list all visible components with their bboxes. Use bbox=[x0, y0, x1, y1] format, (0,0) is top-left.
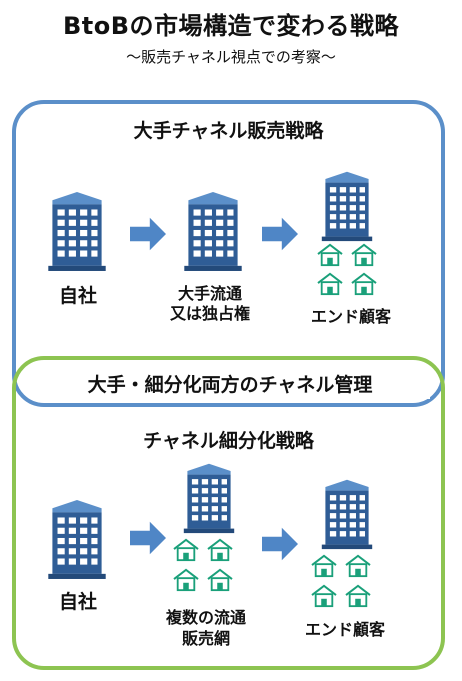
house-icon bbox=[310, 584, 338, 608]
bottom-panel bbox=[12, 356, 445, 670]
building-icon bbox=[318, 170, 376, 242]
house-icon bbox=[344, 584, 372, 608]
arrow-right-icon bbox=[262, 216, 298, 252]
house-icon bbox=[206, 538, 234, 562]
house-icon bbox=[344, 554, 372, 578]
house-icon bbox=[316, 243, 344, 267]
top-panel-heading: 大手チャネル販売戦略 bbox=[133, 120, 324, 142]
bottom-channel-label-line1: 複数の流通 bbox=[165, 608, 246, 627]
top-channel-label-line2: 又は独占権 bbox=[169, 304, 250, 323]
house-icon bbox=[206, 568, 234, 592]
top-panel bbox=[12, 100, 445, 407]
building-icon bbox=[180, 462, 238, 534]
arrow-right-icon bbox=[262, 526, 298, 562]
bottom-customer-label: エンド顧客 bbox=[304, 620, 385, 639]
building-icon bbox=[44, 498, 110, 580]
top-channel-label-line1: 大手流通 bbox=[177, 284, 242, 303]
house-icon bbox=[350, 243, 378, 267]
bottom-channel-label-line2: 販売網 bbox=[181, 629, 230, 648]
arrow-right-icon bbox=[130, 520, 166, 556]
house-icon bbox=[172, 538, 200, 562]
page-title: BtoBの市場構造で変わる戦略 bbox=[62, 12, 400, 40]
house-icon bbox=[350, 272, 378, 296]
arrow-right-icon bbox=[130, 216, 166, 252]
building-icon bbox=[180, 190, 246, 272]
top-customer-label: エンド顧客 bbox=[310, 307, 391, 326]
building-icon bbox=[44, 190, 110, 272]
house-icon bbox=[310, 554, 338, 578]
house-icon bbox=[172, 568, 200, 592]
bottom-panel-heading: チャネル細分化戦略 bbox=[143, 430, 314, 452]
building-icon bbox=[318, 478, 376, 550]
house-icon bbox=[316, 272, 344, 296]
top-self-label: 自社 bbox=[58, 285, 97, 307]
bottom-self-label: 自社 bbox=[58, 591, 97, 613]
page-subtitle: ～販売チャネル視点での考察～ bbox=[126, 48, 336, 66]
overlap-label: 大手・細分化両方のチャネル管理 bbox=[30, 368, 430, 399]
